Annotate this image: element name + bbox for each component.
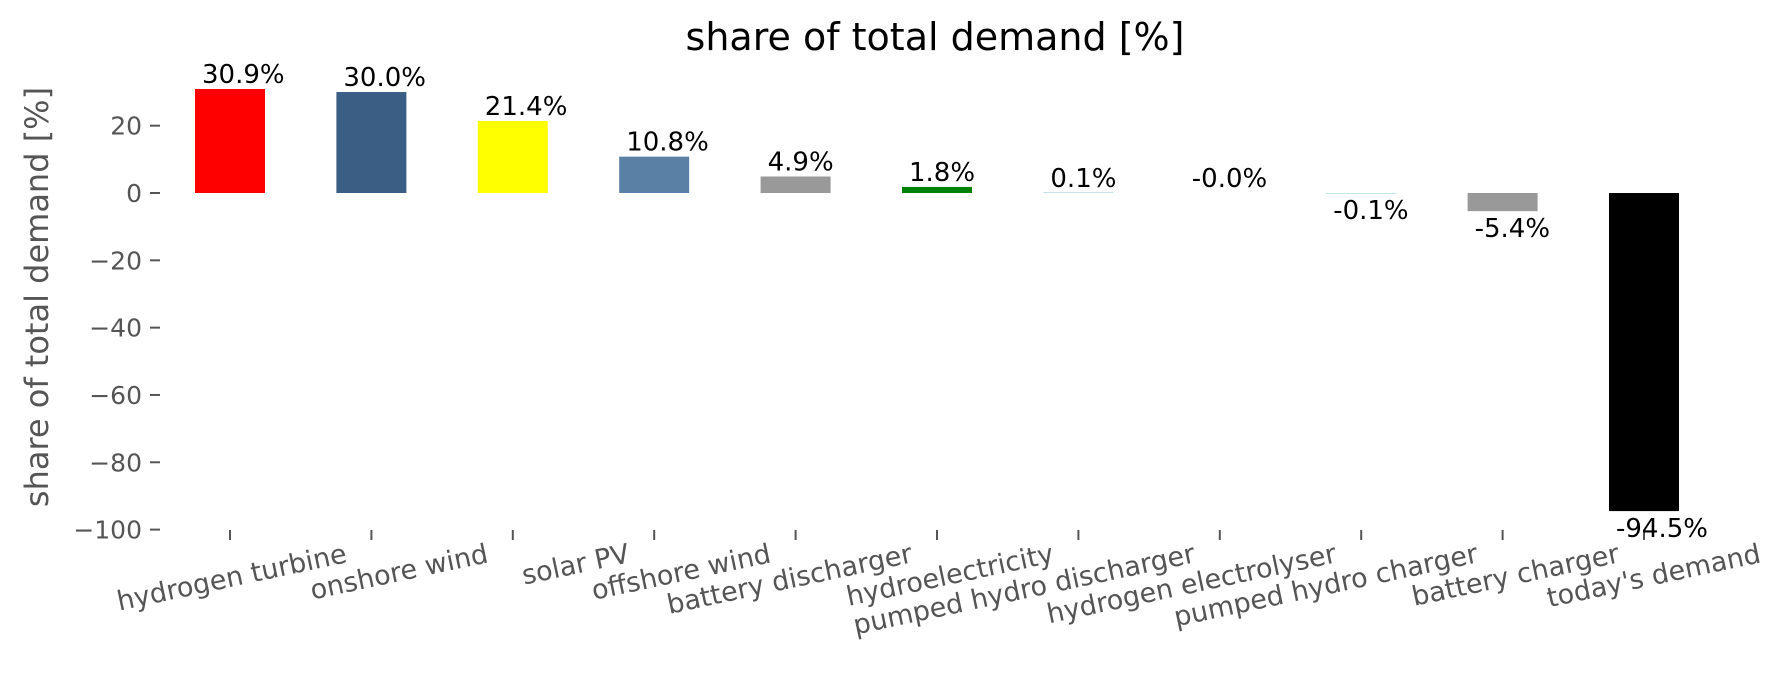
y-tick-label: −40 [89, 314, 142, 343]
y-tick-label: −100 [73, 516, 142, 545]
y-tick-label: −60 [89, 381, 142, 410]
y-tick-label: 0 [126, 179, 142, 208]
data-label: 10.8% [626, 128, 709, 158]
bar [902, 186, 972, 193]
bar [619, 156, 690, 193]
data-label: 1.8% [909, 158, 975, 188]
data-label: 21.4% [485, 92, 568, 122]
data-label: -0.0% [1192, 164, 1267, 194]
data-label: -0.1% [1333, 196, 1408, 226]
y-tick-label: −20 [89, 246, 142, 275]
y-axis: 20 0 −20 −40 −60 −80 −100 [73, 112, 160, 545]
bar [336, 92, 407, 193]
y-tick-label: 20 [110, 112, 142, 141]
data-label: 30.9% [202, 60, 285, 90]
data-label: -94.5% [1616, 514, 1708, 544]
bar [477, 120, 548, 193]
bar [1467, 193, 1538, 212]
bar [760, 176, 831, 193]
chart-title: share of total demand [%] [686, 15, 1185, 59]
data-label: 4.9% [768, 148, 834, 178]
data-label: -5.4% [1475, 214, 1550, 244]
bar [195, 88, 265, 193]
bar [1609, 193, 1679, 512]
y-tick-label: −80 [89, 448, 142, 477]
bars [195, 88, 1679, 512]
y-axis-label: share of total demand [%] [18, 87, 56, 507]
data-labels: 30.9% 30.0% 21.4% 10.8% 4.9% 1.8% 0.1% -0.0% -0.… [202, 60, 1708, 544]
data-label: 0.1% [1050, 164, 1116, 194]
data-label: 30.0% [343, 63, 426, 93]
